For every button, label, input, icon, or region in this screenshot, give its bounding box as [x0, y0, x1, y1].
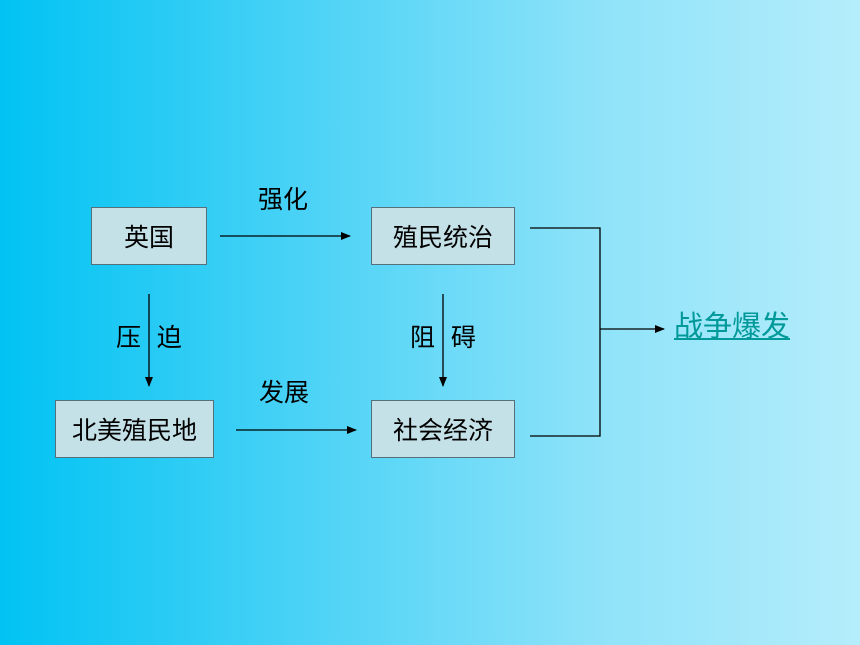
edge-label-strengthen: 强化: [258, 185, 309, 214]
edge-label-develop: 发展: [259, 378, 310, 407]
edge-label-oppress: 压 迫: [116, 323, 182, 352]
node-britain: 英国: [91, 207, 207, 265]
outcome-war-outbreak-link[interactable]: 战争爆发: [674, 309, 791, 343]
edge-label-hinder: 阻 碍: [410, 323, 476, 352]
node-north-american-colonies: 北美殖民地: [55, 400, 214, 458]
bracket-merge: [530, 227, 601, 437]
node-colonial-rule: 殖民统治: [371, 207, 515, 265]
node-social-economy: 社会经济: [371, 400, 515, 458]
